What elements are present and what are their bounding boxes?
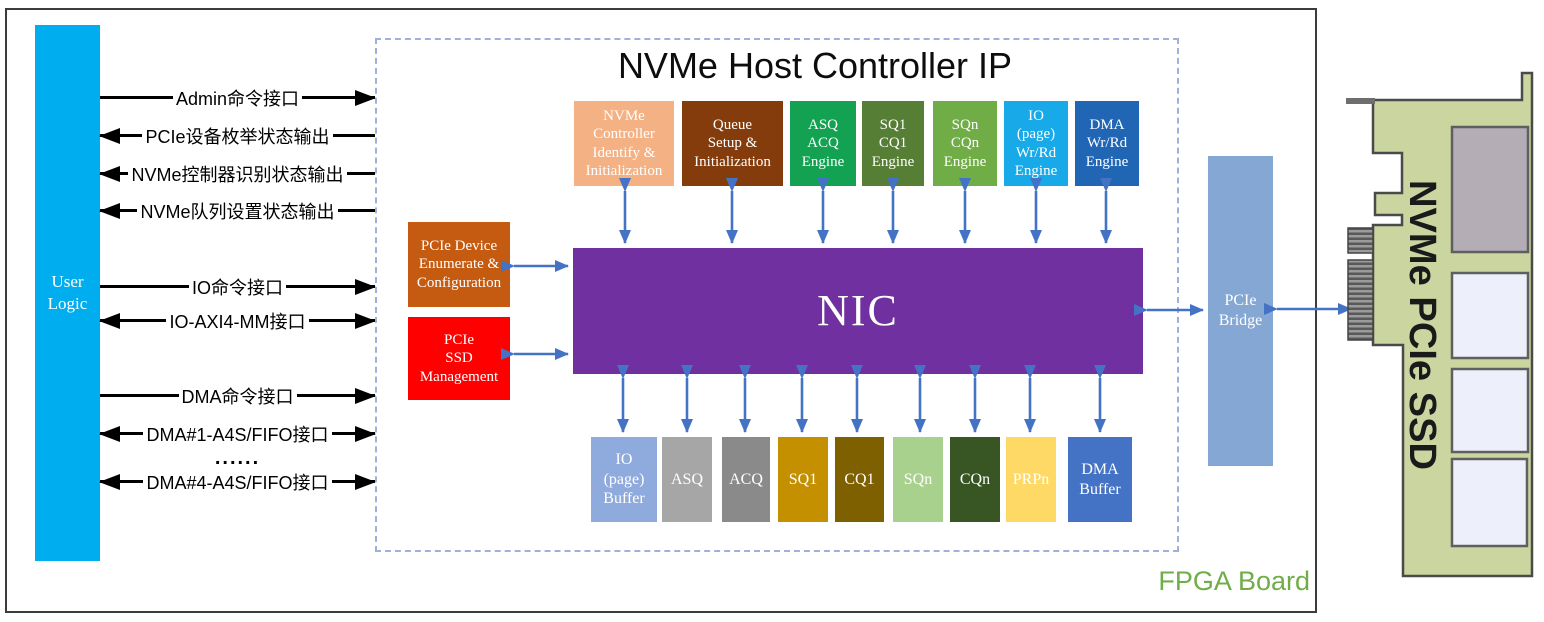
engine-block-sqn-cqn: SQn CQn Engine (933, 101, 997, 186)
arrowhead-right-icon (355, 313, 376, 329)
ip-title: NVMe Host Controller IP (617, 45, 1013, 86)
arrowhead-right-icon (355, 474, 376, 490)
arrowhead-left-icon (99, 166, 120, 182)
interface-io-axi4-mm: IO-AXI4-MM接口 (99, 308, 376, 334)
buffer-block-sqn: SQn (893, 437, 943, 522)
interface-dma1-a4s-fifo: DMA#1-A4S/FIFO接口 (99, 421, 376, 447)
engine-block-sq1-cq1: SQ1 CQ1 Engine (862, 101, 924, 186)
interface-label: PCIe设备枚举状态输出 (142, 123, 333, 149)
ssd-chip (1450, 125, 1530, 254)
interface-ellipsis: ...... (100, 446, 375, 470)
interface-label: ...... (211, 446, 264, 470)
arrowhead-left-icon (99, 313, 120, 329)
buffer-block-acq: ACQ (722, 437, 770, 522)
interface-dma-cmd: DMA命令接口 (100, 383, 376, 409)
buffer-block-cq1: CQ1 (835, 437, 884, 522)
fpga-board-label: FPGA Board (1158, 566, 1310, 596)
engine-block-dma-wr-rd: DMA Wr/Rd Engine (1075, 101, 1139, 186)
buffer-block-asq: ASQ (662, 437, 712, 522)
interface-label: DMA#1-A4S/FIFO接口 (143, 421, 332, 447)
arrowhead-left-icon (99, 426, 120, 442)
nic-block: NIC (573, 248, 1143, 374)
engine-block-io-page-wr-rd: IO (page) Wr/Rd Engine (1004, 101, 1068, 186)
buffer-block-prpn: PRPn (1006, 437, 1056, 522)
interface-dma4-a4s-fifo: DMA#4-A4S/FIFO接口 (99, 469, 376, 495)
buffer-block-cqn: CQn (950, 437, 1000, 522)
ssd-chip (1450, 271, 1530, 360)
buffer-block-io-page: IO (page) Buffer (591, 437, 657, 522)
ssd-connector-fingers-icon (1347, 259, 1374, 341)
arrowhead-left-icon (99, 128, 120, 144)
interface-label: NVMe控制器识别状态输出 (128, 161, 347, 187)
engine-block-asq-acq: ASQ ACQ Engine (790, 101, 856, 186)
interface-nvme-queue-status: NVMe队列设置状态输出 (99, 198, 375, 224)
interface-nvme-identify-status: NVMe控制器识别状态输出 (99, 161, 375, 187)
buffer-block-sq1: SQ1 (778, 437, 828, 522)
arrowhead-right-icon (355, 279, 376, 295)
pcie-bridge-block: PCIe Bridge (1208, 156, 1273, 466)
ssd-chip (1450, 367, 1530, 454)
ssd-chip (1450, 457, 1529, 548)
interface-label: Admin命令接口 (172, 85, 303, 111)
pcie-ssd-management-block: PCIe SSD Management (408, 317, 510, 400)
buffer-block-dma: DMA Buffer (1068, 437, 1132, 522)
pcie-device-enumerate-block: PCIe Device Enumerate & Configuration (408, 222, 510, 307)
engine-block-nvme-controller-identify: NVMe Controller Identify & Initializatio… (574, 101, 674, 186)
interface-label: IO-AXI4-MM接口 (166, 308, 309, 334)
interface-admin-cmd: Admin命令接口 (100, 85, 376, 111)
ssd-label: NVMe PCIe SSD (1401, 180, 1443, 470)
engine-block-queue-setup: Queue Setup & Initialization (682, 101, 783, 186)
interface-label: IO命令接口 (188, 274, 286, 300)
interface-pcie-enum-status: PCIe设备枚举状态输出 (99, 123, 375, 149)
interface-label: DMA#4-A4S/FIFO接口 (143, 469, 332, 495)
arrowhead-left-icon (99, 203, 120, 219)
interface-io-cmd: IO命令接口 (100, 274, 376, 300)
user-logic-block: User Logic (35, 25, 100, 561)
arrowhead-right-icon (355, 388, 376, 404)
arrowhead-left-icon (99, 474, 120, 490)
interface-label: DMA命令接口 (178, 383, 297, 409)
arrowhead-right-icon (355, 90, 376, 106)
arrowhead-right-icon (355, 426, 376, 442)
nvme-ip-container (375, 38, 1179, 552)
interface-label: NVMe队列设置状态输出 (137, 198, 338, 224)
ssd-bracket-lip (1346, 98, 1375, 104)
ssd-connector-fingers-icon (1347, 227, 1374, 254)
ssd-board-shape (1371, 71, 1534, 578)
